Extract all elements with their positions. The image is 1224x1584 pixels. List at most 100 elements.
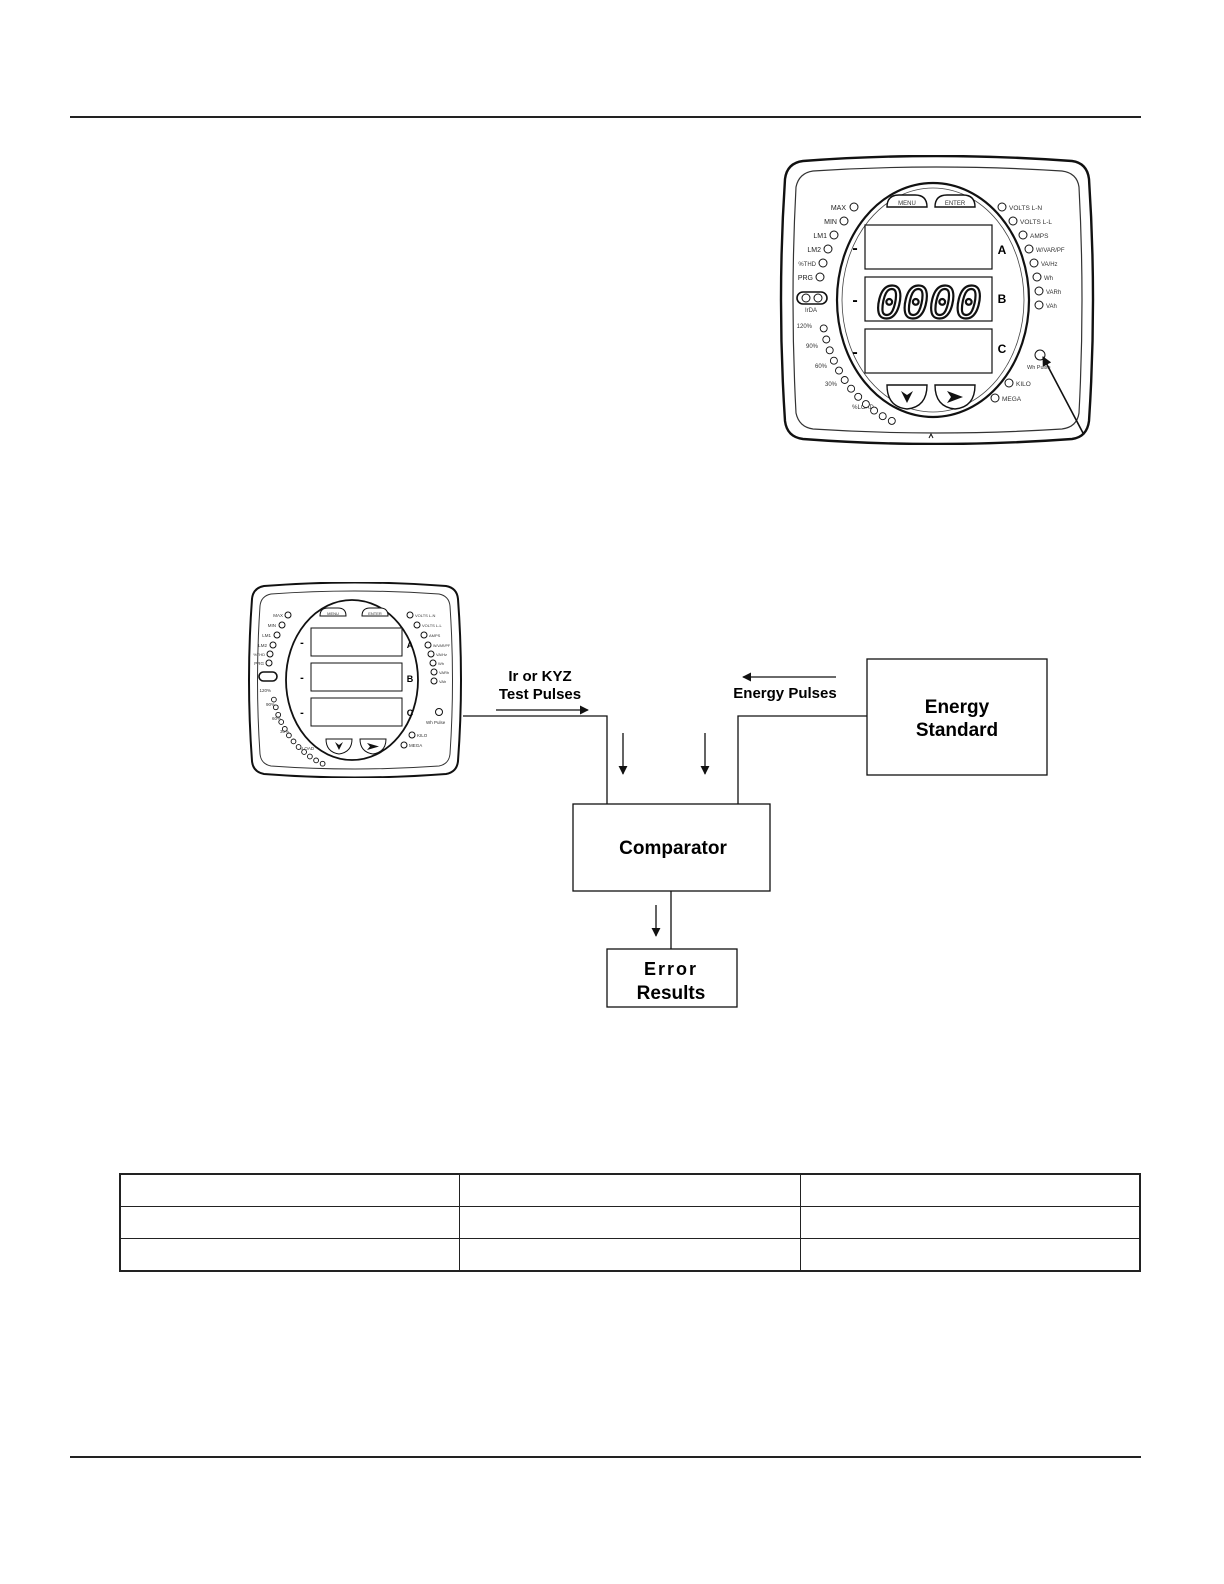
comparator-label: Comparator: [619, 838, 727, 859]
led-wh: [1032, 272, 1042, 282]
small-load-led: [271, 696, 277, 703]
led-lm1: [829, 230, 839, 240]
large-load-led: [847, 384, 856, 393]
menu-button-label: MENU: [898, 201, 916, 207]
menu-button[interactable]: MENU: [886, 194, 928, 208]
small-led-label-volts-ln: VOLTS L-N: [415, 613, 435, 618]
load-label-60: 60%: [815, 364, 828, 370]
small-led-label-lm1: LM1: [262, 633, 271, 638]
led-label-lm1: LM1: [813, 233, 827, 240]
energy-standard-label-line2: Standard: [916, 720, 998, 741]
small-dash-row-a: -: [300, 637, 304, 649]
small-load-label-percent: %LOAD: [298, 746, 315, 751]
display-row-c: [864, 328, 993, 374]
led-kilo: [1004, 378, 1014, 388]
dash-row-b: -: [852, 292, 857, 309]
small-row-letter-a: A: [407, 640, 414, 650]
small-load-led: [281, 726, 288, 732]
down-button[interactable]: [886, 384, 928, 410]
footer-rule: [70, 1456, 1141, 1458]
display-value: 0000: [876, 278, 982, 329]
small-led-mega: [400, 741, 408, 749]
comparator-box: [572, 803, 771, 892]
table-cell: [119, 1238, 461, 1272]
row-letter-a: A: [998, 243, 1007, 257]
small-led-label-w-var-pf: W/VAR/PF: [433, 644, 451, 648]
led-label-mega: MEGA: [1002, 396, 1022, 403]
table-row: [119, 1206, 1141, 1239]
small-enter-button[interactable]: ENTER: [361, 607, 389, 617]
small-led-kilo: [408, 731, 416, 739]
bottom-notch: [928, 432, 934, 439]
small-dash-row-b: -: [300, 672, 304, 684]
led-label-amps: AMPS: [1030, 233, 1049, 240]
led-w-var-pf: [1024, 244, 1034, 254]
led-prg: [815, 272, 825, 282]
small-led-label-varh: VARh: [439, 670, 449, 675]
small-right-button[interactable]: [359, 738, 387, 755]
standard-to-comparator-line: [737, 715, 867, 804]
led-va-hz: [1029, 258, 1039, 268]
small-load-led: [278, 719, 285, 725]
led-label-prg: PRG: [798, 275, 813, 282]
small-enter-label: ENTER: [368, 611, 382, 616]
load-label-120: 120%: [797, 324, 813, 330]
small-down-arrow-icon: [335, 742, 343, 750]
wh-pulse-pointer: [1042, 356, 1084, 434]
large-load-led: [840, 376, 849, 384]
small-wh-pulse-label: Wh Pulse: [426, 720, 446, 725]
led-mega: [990, 393, 1000, 403]
led-lm2: [823, 244, 833, 254]
display-row-b: [864, 276, 993, 322]
led-thd: [818, 258, 828, 268]
small-row-letter-c: C: [407, 708, 414, 718]
small-load-label-90: 90%: [266, 702, 275, 707]
header-rule: [70, 116, 1141, 118]
small-led-label-volts-ll: VOLTS L-L: [422, 623, 442, 628]
led-label-w-var-pf: W/VAR/PF: [1036, 248, 1065, 254]
led-volts-ln: [997, 202, 1007, 212]
small-load-led: [290, 738, 297, 745]
small-dash-row-c: -: [300, 707, 304, 719]
large-load-led: [878, 412, 887, 421]
right-arrow-icon: [947, 391, 963, 403]
error-results-box: [606, 948, 738, 1008]
led-volts-ll: [1008, 216, 1018, 226]
display-row-a: [864, 224, 993, 270]
led-label-va-hz: VA/Hz: [1041, 262, 1058, 268]
small-down-button[interactable]: [325, 738, 353, 755]
small-menu-button[interactable]: MENU: [319, 607, 347, 617]
led-label-volts-ll: VOLTS L-L: [1020, 219, 1052, 226]
left-indicator-group: MAX MIN LM1 LM2 %THD PRG: [798, 202, 859, 282]
large-load-led: [829, 356, 838, 365]
small-led-label-thd: %THD: [253, 652, 265, 657]
dash-row-c: -: [852, 344, 857, 361]
small-load-bar-indicator: 120% 90% 60% 30% %LOAD: [259, 688, 326, 767]
small-display-row-c: [310, 697, 403, 727]
table-cell: [459, 1238, 801, 1272]
meter-front-panel-large: MENU ENTER MAX MIN LM1 LM2 %THD PRG IrDA…: [779, 155, 1095, 445]
large-load-led: [854, 392, 863, 401]
energy-pulses-label: Energy Pulses: [733, 685, 836, 702]
small-led-label-vah: VAh: [439, 679, 446, 684]
led-label-varh: VARh: [1046, 290, 1061, 296]
error-results-label-line2: Results: [637, 983, 706, 1004]
test-pulses-label-line1: Ir or KYZ: [508, 668, 571, 685]
led-max: [849, 202, 859, 212]
load-bar-indicator: 120% 90% 60% 30% %LOAD: [797, 324, 896, 425]
small-led-label-min: MIN: [268, 623, 276, 628]
enter-button[interactable]: ENTER: [934, 194, 976, 208]
large-load-led: [887, 416, 896, 425]
led-label-kilo: KILO: [1016, 381, 1031, 388]
small-meter-bezel-inner: [257, 590, 453, 770]
led-min: [839, 216, 849, 226]
large-load-led: [870, 406, 879, 415]
small-led-label-mega: MEGA: [409, 743, 422, 748]
small-display-row-b: [310, 662, 403, 692]
small-load-led: [295, 744, 302, 750]
right-button[interactable]: [934, 384, 976, 410]
energy-standard-label-line1: Energy: [925, 697, 990, 718]
led-label-thd: %THD: [798, 262, 816, 268]
small-load-led: [319, 760, 326, 767]
